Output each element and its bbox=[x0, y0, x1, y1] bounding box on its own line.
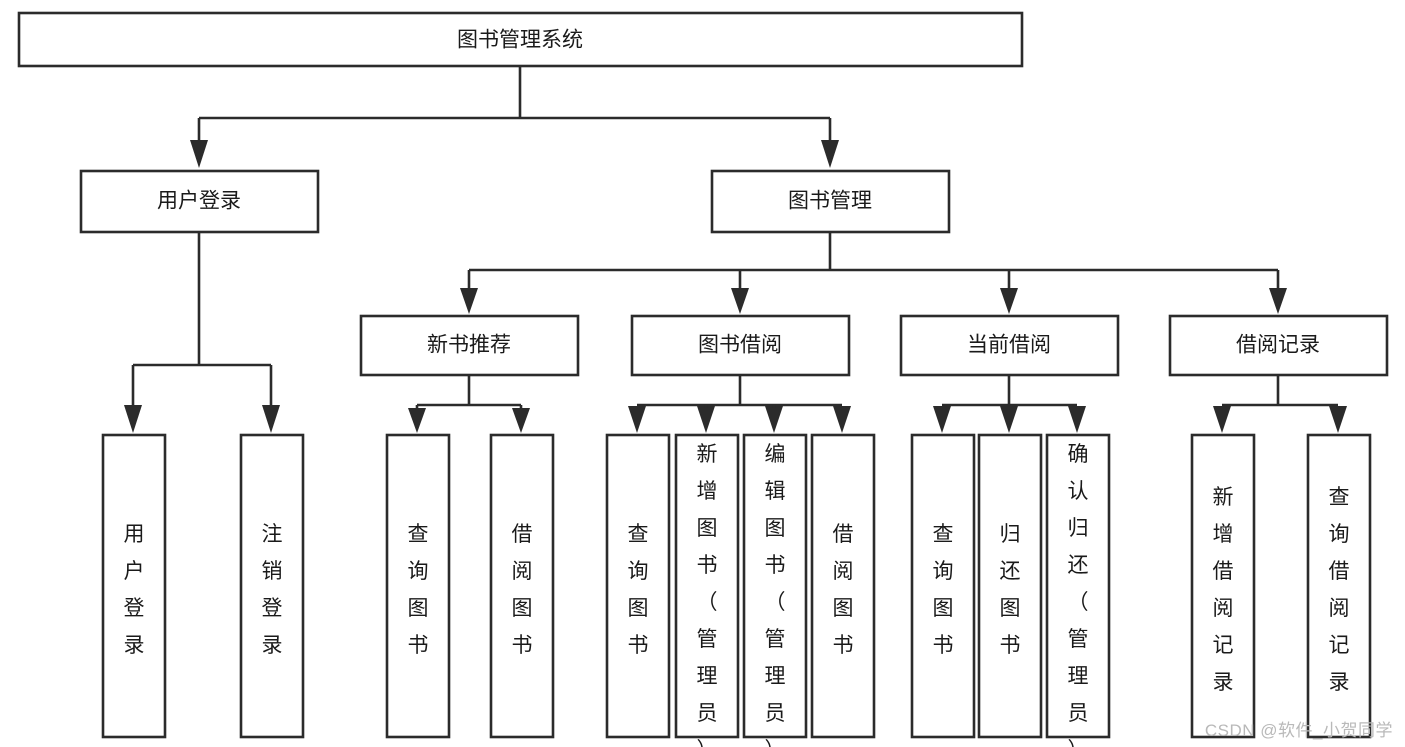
leaf-book-borrow-3-label: 编辑图书（管理员） bbox=[765, 443, 786, 747]
connector-layer bbox=[124, 66, 1347, 433]
node-borrow-record-box[interactable] bbox=[1168, 314, 1389, 377]
leaf-current-borrow-1-label: 查询图书 bbox=[933, 523, 954, 657]
arrow-head-user-login-leaf-1 bbox=[124, 405, 142, 433]
leaf-book-borrow-2-label: 新增图书（管理员） bbox=[697, 443, 718, 747]
node-user-login-box[interactable] bbox=[79, 169, 320, 234]
leaf-book-borrow-4[interactable]: 借阅图书 bbox=[810, 433, 876, 739]
leaf-current-borrow-2-box[interactable] bbox=[977, 433, 1043, 739]
node-book-borrow-box[interactable] bbox=[630, 314, 851, 377]
node-current-borrow-label: 当前借阅 bbox=[967, 334, 1051, 357]
node-book-borrow-label: 图书借阅 bbox=[698, 334, 782, 357]
node-new-book-recommend-label: 新书推荐 bbox=[427, 334, 511, 357]
leaf-borrow-record-1-box[interactable] bbox=[1190, 433, 1256, 739]
leaf-user-login-2-box[interactable] bbox=[239, 433, 305, 739]
leaf-book-borrow-1[interactable]: 查询图书 bbox=[605, 433, 671, 739]
leaf-book-borrow-2[interactable]: 新增图书（管理员） bbox=[674, 433, 740, 747]
node-current-borrow-box[interactable] bbox=[899, 314, 1120, 377]
leaf-user-login-1-box[interactable] bbox=[101, 433, 167, 739]
arrow-head-borrow-record-leaf-1 bbox=[1213, 406, 1231, 433]
leaf-borrow-record-2-box[interactable] bbox=[1306, 433, 1372, 739]
leaf-new-books-2-box[interactable] bbox=[489, 433, 555, 739]
arrow-head-new-books-leaf-2 bbox=[512, 408, 530, 433]
leaf-current-borrow-3-label: 确认归还（管理员） bbox=[1068, 443, 1089, 747]
arrow-head-current-borrow bbox=[1000, 288, 1018, 314]
leaf-user-login-2[interactable]: 注销登录 bbox=[239, 433, 305, 739]
node-book-borrow[interactable]: 图书借阅 bbox=[630, 314, 851, 377]
leaf-borrow-record-2-label: 查询借阅记录 bbox=[1329, 486, 1350, 694]
leaf-book-borrow-1-label: 查询图书 bbox=[628, 523, 649, 657]
leaf-current-borrow-3[interactable]: 确认归还（管理员） bbox=[1045, 433, 1111, 747]
leaf-user-login-1[interactable]: 用户登录 bbox=[101, 433, 167, 739]
leaf-borrow-record-2[interactable]: 查询借阅记录 bbox=[1306, 433, 1372, 739]
leaf-book-borrow-1-box[interactable] bbox=[605, 433, 671, 739]
node-root[interactable]: 图书管理系统 bbox=[17, 11, 1024, 68]
node-borrow-record[interactable]: 借阅记录 bbox=[1168, 314, 1389, 377]
arrow-head-book-borrow-leaf-1 bbox=[628, 406, 646, 433]
leaf-borrow-record-1[interactable]: 新增借阅记录 bbox=[1190, 433, 1256, 739]
arrow-head-book-borrow-leaf-3 bbox=[765, 406, 783, 433]
node-user-login[interactable]: 用户登录 bbox=[79, 169, 320, 234]
arrow-head-current-borrow-leaf-1 bbox=[933, 406, 951, 433]
leaf-book-borrow-4-label: 借阅图书 bbox=[833, 523, 854, 657]
arrow-head-current-borrow-leaf-2 bbox=[1000, 406, 1018, 433]
arrow-head-user-login bbox=[190, 140, 208, 168]
arrow-head-book-borrow bbox=[731, 288, 749, 314]
arrow-head-book-borrow-leaf-2 bbox=[697, 406, 715, 433]
node-user-login-label: 用户登录 bbox=[157, 190, 241, 213]
node-borrow-record-label: 借阅记录 bbox=[1236, 334, 1320, 357]
arrow-head-current-borrow-leaf-3 bbox=[1068, 406, 1086, 433]
leaf-book-borrow-2-box[interactable] bbox=[674, 433, 740, 739]
leaf-new-books-1-box[interactable] bbox=[385, 433, 451, 739]
leaf-current-borrow-1[interactable]: 查询图书 bbox=[910, 433, 976, 739]
leaf-user-login-2-label: 注销登录 bbox=[262, 523, 283, 657]
leaf-book-borrow-4-box[interactable] bbox=[810, 433, 876, 739]
node-root-box[interactable] bbox=[17, 11, 1024, 68]
leaf-user-login-1-label: 用户登录 bbox=[124, 523, 145, 657]
arrow-head-new-books-leaf-1 bbox=[408, 408, 426, 433]
leaf-current-borrow-1-box[interactable] bbox=[910, 433, 976, 739]
arrow-head-new-books bbox=[460, 288, 478, 314]
leaf-current-borrow-2-label: 归还图书 bbox=[1000, 523, 1021, 657]
leaf-book-borrow-3[interactable]: 编辑图书（管理员） bbox=[742, 433, 808, 747]
node-book-management[interactable]: 图书管理 bbox=[710, 169, 951, 234]
arrow-head-user-login-leaf-2 bbox=[262, 405, 280, 433]
leaf-new-books-1[interactable]: 查询图书 bbox=[385, 433, 451, 739]
leaf-new-books-2-label: 借阅图书 bbox=[512, 523, 533, 657]
watermark: CSDN @软件_小贺同学 bbox=[1204, 721, 1393, 740]
leaf-book-borrow-3-box[interactable] bbox=[742, 433, 808, 739]
leaf-new-books-2[interactable]: 借阅图书 bbox=[489, 433, 555, 739]
leaf-current-borrow-3-box[interactable] bbox=[1045, 433, 1111, 739]
node-book-management-box[interactable] bbox=[710, 169, 951, 234]
leaf-current-borrow-2[interactable]: 归还图书 bbox=[977, 433, 1043, 739]
leaf-new-books-1-label: 查询图书 bbox=[408, 523, 429, 657]
leaf-layer: 用户登录 注销登录 查询图书 借阅图书 查询图书 新增图书 bbox=[101, 433, 1372, 747]
node-book-management-label: 图书管理 bbox=[788, 190, 872, 213]
node-new-book-recommend-box[interactable] bbox=[359, 314, 580, 377]
arrow-head-book-mgmt bbox=[821, 140, 839, 168]
node-new-book-recommend[interactable]: 新书推荐 bbox=[359, 314, 580, 377]
node-root-label: 图书管理系统 bbox=[457, 29, 583, 52]
arrow-head-borrow-record-leaf-2 bbox=[1329, 406, 1347, 433]
node-current-borrow[interactable]: 当前借阅 bbox=[899, 314, 1120, 377]
arrow-head-borrow-record bbox=[1269, 288, 1287, 314]
leaf-borrow-record-1-label: 新增借阅记录 bbox=[1213, 486, 1234, 694]
arrow-head-book-borrow-leaf-4 bbox=[833, 406, 851, 433]
